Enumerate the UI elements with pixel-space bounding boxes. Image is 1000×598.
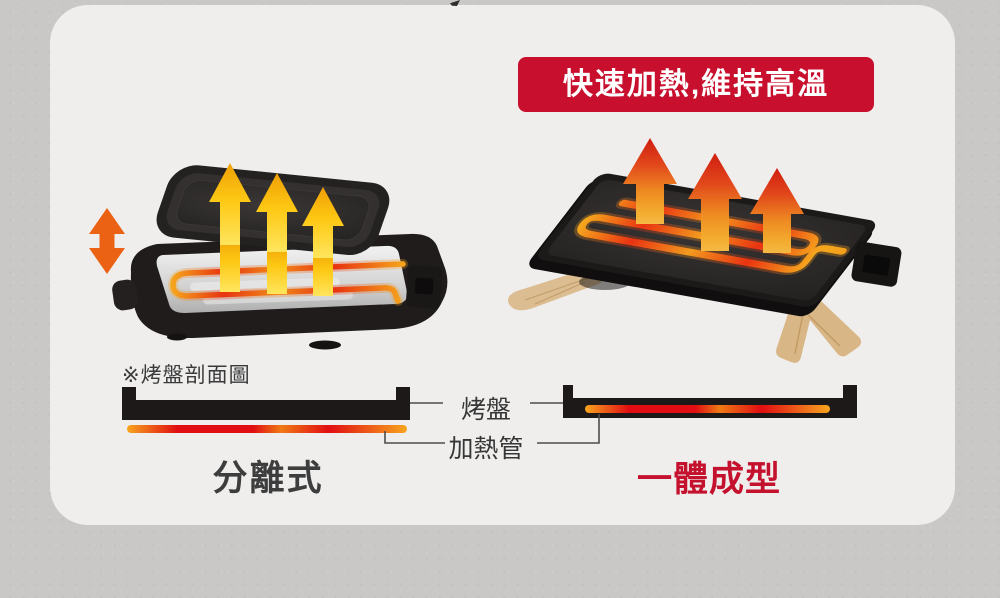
section-note: ※烤盤剖面圖 (122, 364, 251, 387)
up-arrow-icon (209, 163, 251, 245)
heating-element (170, 261, 406, 304)
up-arrow-icon (256, 173, 298, 252)
cross-section-diagram (122, 385, 857, 444)
separated-griddle-illustration (89, 163, 448, 350)
handle-box (851, 241, 902, 287)
one-piece-griddle-illustration (508, 138, 902, 363)
plate-label: 烤盤 (460, 396, 511, 424)
double-arrow-icon (89, 208, 125, 274)
promo-banner: 快速加熱,維持高溫 (518, 57, 874, 112)
heater-bar-left (127, 425, 407, 433)
up-arrow-icon (688, 153, 742, 251)
power-connector (405, 265, 443, 309)
heater-label-line (384, 414, 600, 444)
up-arrow-icon (623, 138, 677, 224)
griddle-foot (167, 333, 187, 341)
heater-bar-right (585, 405, 830, 413)
right-caption: 一體成型 (636, 460, 781, 499)
left-caption: 分離式 (212, 459, 324, 498)
cursor-mark (450, 0, 460, 6)
banner-label: 快速加熱,維持高溫 (562, 67, 830, 101)
heater-label: 加熱管 (448, 435, 524, 463)
pan-cross-section-right (563, 385, 857, 418)
griddle-foot (309, 340, 341, 350)
heat-shaft (313, 248, 333, 296)
up-arrow-icon (750, 168, 804, 253)
heat-shaft (220, 236, 240, 292)
heat-shaft (267, 242, 287, 294)
base-handle (112, 279, 138, 311)
up-arrow-icon (302, 187, 344, 258)
pan-cross-section-left (122, 387, 410, 420)
heating-element (577, 199, 847, 273)
